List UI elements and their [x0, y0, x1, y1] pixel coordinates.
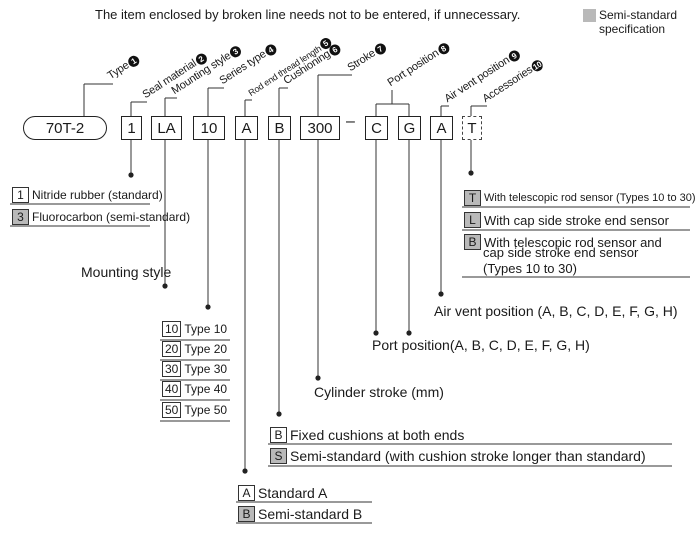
code-air-vent: A — [430, 116, 453, 140]
series-option: 40 Type 40 — [162, 381, 227, 397]
code-seal: 1 — [121, 116, 142, 140]
code-mounting: LA — [151, 116, 182, 140]
cushion-option-b: B Fixed cushions at both ends — [270, 427, 464, 443]
accessory-option-l: L With cap side stroke end sensor — [464, 212, 669, 228]
seal-option-3: 3 Fluorocarbon (semi-standard) — [12, 209, 190, 225]
code-accessory: T — [462, 116, 482, 140]
model-prefix: 70T-2 — [23, 116, 107, 140]
seal-option-1: 1 Nitride rubber (standard) — [12, 187, 163, 203]
seal-text-3: Fluorocarbon (semi-standard) — [32, 210, 191, 224]
accessory-option-b: B With telescopic rod sensor and — [464, 234, 662, 250]
code-stroke: 300 — [300, 116, 340, 140]
port-position-text: Port position(A, B, C, D, E, F, G, H) — [372, 337, 590, 353]
code-port-2: G — [398, 116, 421, 140]
cylinder-stroke-text: Cylinder stroke (mm) — [314, 384, 444, 400]
seal-code-1: 1 — [12, 187, 29, 203]
rod-option-a: A Standard A — [238, 485, 327, 501]
code-series: 10 — [193, 116, 225, 140]
legend-text: Semi-standard specification — [599, 8, 677, 36]
rod-option-b: B Semi-standard B — [238, 506, 362, 522]
header-note: The item enclosed by broken line needs n… — [95, 7, 521, 22]
code-separator: – — [346, 113, 355, 130]
accessory-option-b-cont: cap side stroke end sensor (Types 10 to … — [483, 245, 639, 276]
series-option: 30 Type 30 — [162, 361, 227, 377]
accessory-option-t: T With telescopic rod sensor (Types 10 t… — [464, 190, 696, 206]
legend-line-1: Semi-standard — [599, 8, 678, 22]
cushion-option-s: S Semi-standard (with cushion stroke lon… — [270, 448, 646, 464]
code-cushion: B — [268, 116, 291, 140]
seal-text-1: Nitride rubber (standard) — [32, 188, 163, 202]
code-rod-end: A — [235, 116, 258, 140]
legend-line-2: specification — [599, 22, 666, 36]
code-port-1: C — [365, 116, 388, 140]
seal-code-3: 3 — [12, 209, 29, 225]
air-vent-text: Air vent position (A, B, C, D, E, F, G, … — [434, 303, 678, 319]
mounting-style-text: Mounting style — [81, 264, 172, 280]
series-option: 50 Type 50 — [162, 402, 227, 418]
series-option: 20 Type 20 — [162, 341, 227, 357]
semi-standard-swatch — [583, 9, 596, 22]
series-option: 10 Type 10 — [162, 321, 227, 337]
